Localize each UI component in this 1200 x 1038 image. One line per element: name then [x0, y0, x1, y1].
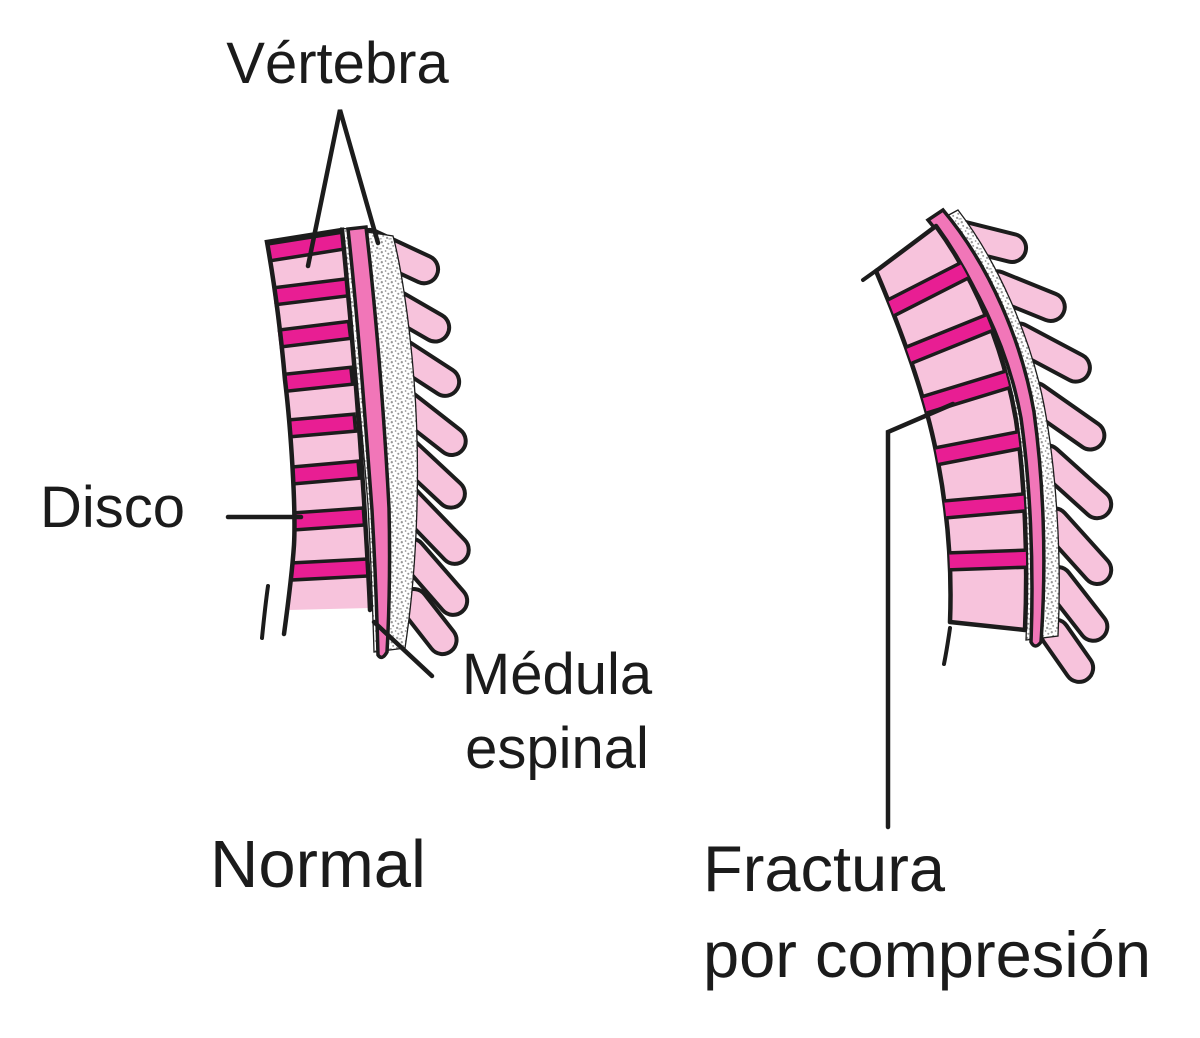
fractura-caption: Fractura por compresión	[703, 826, 1151, 999]
fracture-column-stub	[942, 626, 952, 666]
vertebra-label: Vértebra	[226, 31, 449, 96]
fracture-spine	[861, 207, 1114, 684]
normal-column-stub	[260, 584, 270, 640]
leader-lines	[225, 109, 956, 830]
normal-caption: Normal	[210, 827, 426, 902]
fracture-top-edge-stub	[861, 268, 879, 282]
medula-espinal-label-line2: espinal	[465, 716, 649, 782]
fracture-spinal-cord	[925, 207, 1046, 648]
normal-spine	[260, 225, 471, 660]
medula-espinal-label: Médula espinal	[420, 638, 694, 786]
medula-espinal-label-line1: Médula	[461, 642, 653, 707]
vertebra-pointer-line	[305, 109, 381, 269]
fracture-discs	[876, 255, 1027, 573]
medula-pointer-line	[371, 619, 435, 679]
fractura-caption-line1: Fractura	[703, 832, 946, 905]
disco-label: Disco	[40, 475, 186, 540]
normal-column-outline	[264, 227, 373, 637]
normal-spinal-cord	[346, 225, 392, 660]
fractura-caption-line2: por compresión	[703, 918, 1151, 992]
fractura-pointer-line	[885, 401, 956, 830]
disc	[267, 557, 370, 583]
